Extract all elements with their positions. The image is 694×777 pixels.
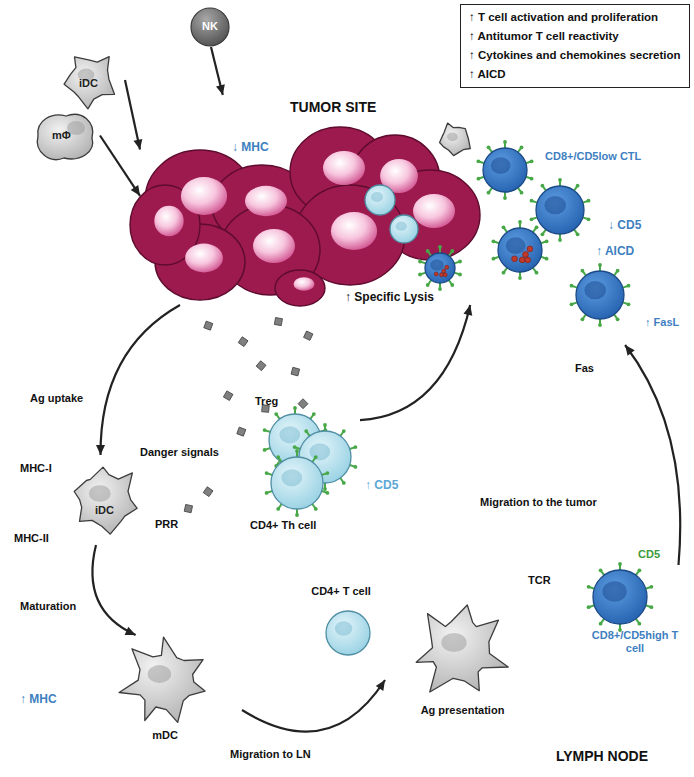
- cell-label: mDC: [90, 729, 240, 742]
- annotation-label: TCR: [528, 574, 551, 587]
- cell-label: Ag presentation: [385, 704, 540, 717]
- flow-arrow: [625, 345, 680, 565]
- flow-arrow: [100, 136, 140, 196]
- danger-particle: [256, 361, 266, 371]
- annotation-label: Fas: [575, 362, 594, 375]
- cell-label: iDC: [95, 504, 114, 517]
- cell-label: iDC: [79, 77, 98, 90]
- annotation-label: ↑ CD5: [365, 478, 398, 492]
- danger-particle: [203, 487, 213, 497]
- annotation-label: ↑ MHC: [20, 692, 57, 706]
- cell-label: Treg: [255, 395, 278, 408]
- cell-label: mΦ: [52, 129, 71, 142]
- arrow-head: [125, 627, 136, 635]
- tumor-mass: TUMOR SITE: [140, 95, 485, 305]
- cell-label: TUMOR SITE: [290, 99, 376, 116]
- annotation-label: ↑ Specific Lysis: [345, 290, 434, 304]
- antigen-presenting-cell: Ag presentation: [385, 600, 542, 722]
- annotation-label: MHC-II: [14, 532, 49, 545]
- annotation-label: LYMPH NODE: [556, 748, 648, 765]
- danger-particle: [184, 504, 192, 512]
- danger-particle: [204, 321, 213, 330]
- edge-label: Migration to the tumor: [478, 496, 599, 509]
- danger-particle: [298, 399, 308, 409]
- cell-label: NK: [190, 20, 230, 33]
- arrow-head: [134, 139, 143, 150]
- cell-label: CD8+/CD5high T cell: [585, 629, 685, 655]
- macrophage-cell: mΦ: [30, 108, 100, 163]
- edge-label: Maturation: [18, 600, 78, 613]
- tumor-mass-shape: [140, 95, 485, 305]
- annotation-label: Danger signals: [140, 446, 219, 459]
- antigen-presenting-cell-shape: [385, 600, 540, 722]
- dendritic-cell: iDC: [60, 455, 150, 545]
- arrow-head: [96, 445, 105, 455]
- arrow-head: [131, 185, 140, 196]
- annotation-label: ↓ CD5: [608, 218, 641, 232]
- edge-label: Migration to LN: [228, 748, 313, 761]
- cell-label: CD4+ Th cell: [250, 519, 316, 532]
- treg-cluster: TregCD4+ Th cell: [245, 395, 360, 535]
- t-cell-shape: [575, 565, 690, 675]
- danger-particle: [304, 331, 313, 340]
- flow-arrow: [242, 680, 385, 732]
- annotation-label: ↑ AICD: [596, 244, 634, 258]
- summary-line: ↑ Antitumor T cell reactivity: [469, 27, 681, 46]
- annotation-label: ↑ FasL: [645, 316, 679, 329]
- cd4-t-cell: CD4+ T cell: [300, 585, 384, 660]
- treg-cluster-shape: [245, 395, 360, 535]
- t-cell: CD8+/CD5high T cell: [575, 565, 690, 675]
- ctl-cells: CD8+/CD5low CTL: [470, 140, 690, 345]
- arrow-head: [464, 305, 473, 316]
- cell-label: CD4+ T cell: [300, 585, 382, 598]
- danger-particle: [274, 318, 282, 326]
- arrow-head: [376, 680, 385, 691]
- arrow-head: [216, 84, 225, 95]
- flow-arrow: [92, 545, 135, 635]
- summary-line: ↑ T cell activation and proliferation: [469, 8, 681, 27]
- annotation-label: ↓ MHC: [232, 140, 269, 154]
- arrow-head: [625, 345, 635, 356]
- danger-particle: [291, 367, 300, 376]
- annotation-label: CD5: [638, 548, 660, 561]
- ctl-cells-shape: [470, 140, 690, 345]
- annotation-label: PRR: [155, 518, 178, 531]
- nk-cell: NK: [190, 7, 232, 47]
- summary-line: ↑ AICD: [469, 65, 681, 84]
- danger-particle: [223, 391, 233, 401]
- danger-particle: [237, 427, 246, 436]
- summary-line: ↑ Cytokines and chemokines secretion: [469, 46, 681, 65]
- edge-label: Ag uptake: [28, 392, 85, 405]
- flow-arrow: [125, 80, 140, 150]
- summary-box: ↑ T cell activation and proliferation↑ A…: [460, 4, 690, 88]
- dendritic-cell-shape: [60, 455, 150, 545]
- flow-arrow: [360, 305, 470, 420]
- annotation-label: MHC-I: [20, 462, 52, 475]
- danger-particle: [238, 337, 248, 347]
- flow-arrow: [100, 305, 180, 455]
- cell-label: CD8+/CD5low CTL: [545, 150, 641, 163]
- mature-dendritic-cell: mDC: [90, 635, 242, 747]
- dendritic-cell: iDC: [55, 50, 125, 110]
